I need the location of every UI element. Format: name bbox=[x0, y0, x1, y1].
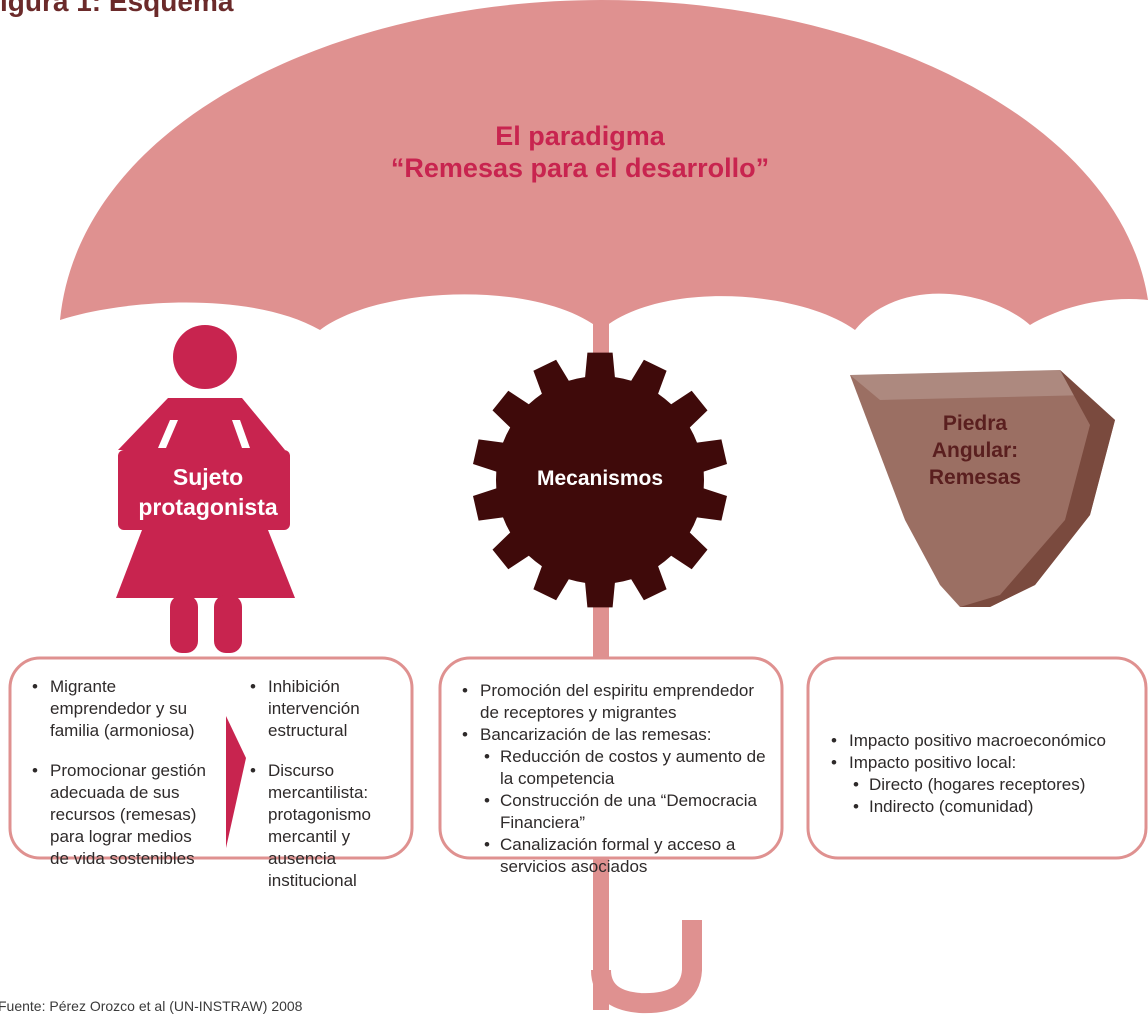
umbrella-canopy bbox=[60, 0, 1148, 330]
list-item: Impacto positivo macroeconómico bbox=[825, 730, 1125, 752]
gear-body bbox=[473, 352, 727, 608]
umbrella-title-line2: “Remesas para el desarrollo” bbox=[390, 153, 770, 183]
list-item: Impacto positivo local: Directo (hogares… bbox=[825, 752, 1125, 818]
cornerstone-icon bbox=[850, 370, 1115, 607]
woman-arm-cutouts bbox=[158, 420, 250, 448]
list-item: Inhibición intervención estructural bbox=[244, 676, 394, 742]
sublist-item: Construcción de una “Democracia Financie… bbox=[480, 790, 776, 834]
woman-figure-icon bbox=[116, 325, 295, 653]
gear-icon bbox=[473, 352, 727, 608]
sublist-item: Directo (hogares receptores) bbox=[849, 774, 1125, 796]
list-item: Bancarización de las remesas: Reducción … bbox=[456, 724, 776, 878]
arrow-right-icon bbox=[226, 716, 246, 848]
sublist-item: Reducción de costos y aumento de la comp… bbox=[480, 746, 776, 790]
stone-label-line2: Angular: bbox=[931, 439, 1019, 462]
gear-label: Mecanismos bbox=[536, 467, 664, 490]
stone-label: Piedra Angular: Remesas bbox=[900, 410, 1050, 491]
mecanismos-list: Promoción del espiritu emprendedor de re… bbox=[456, 680, 776, 878]
stone-label-line3: Remesas bbox=[928, 466, 1022, 489]
stone-label-line1: Piedra bbox=[942, 412, 1008, 435]
piedra-list: Impacto positivo macroeconómico Impacto … bbox=[825, 730, 1125, 818]
sublist-item: Canalización formal y acceso a servicios… bbox=[480, 834, 776, 878]
page-title-partial: igura 1: Esquema bbox=[0, 0, 234, 17]
list-item: Discurso mercantilista: protagonismo mer… bbox=[244, 760, 394, 892]
sublist: Directo (hogares receptores) Indirecto (… bbox=[849, 774, 1125, 818]
sujeto-list-left: Migrante emprendedor y su familia (armon… bbox=[26, 676, 206, 870]
figure-label-line2: protagonista bbox=[138, 494, 278, 520]
umbrella-hook bbox=[591, 920, 702, 1014]
figure-label-line1: Sujeto bbox=[172, 464, 244, 490]
sublist: Reducción de costos y aumento de la comp… bbox=[480, 746, 776, 878]
figure-label: Sujeto protagonista bbox=[118, 462, 298, 522]
umbrella-title-line1: El paradigma bbox=[495, 121, 665, 151]
list-item: Promocionar gestión adecuada de sus recu… bbox=[26, 760, 206, 870]
list-item: Promoción del espiritu emprendedor de re… bbox=[456, 680, 776, 724]
list-item-text: Impacto positivo local: bbox=[849, 753, 1017, 772]
sublist-item: Indirecto (comunidad) bbox=[849, 796, 1125, 818]
umbrella-title: El paradigma “Remesas para el desarrollo… bbox=[300, 120, 860, 184]
list-item: Migrante emprendedor y su familia (armon… bbox=[26, 676, 206, 742]
sujeto-list-right: Inhibición intervención estructural Disc… bbox=[244, 676, 394, 892]
list-item-text: Bancarización de las remesas: bbox=[480, 725, 712, 744]
source-note: Fuente: Pérez Orozco et al (UN-INSTRAW) … bbox=[0, 998, 303, 1014]
